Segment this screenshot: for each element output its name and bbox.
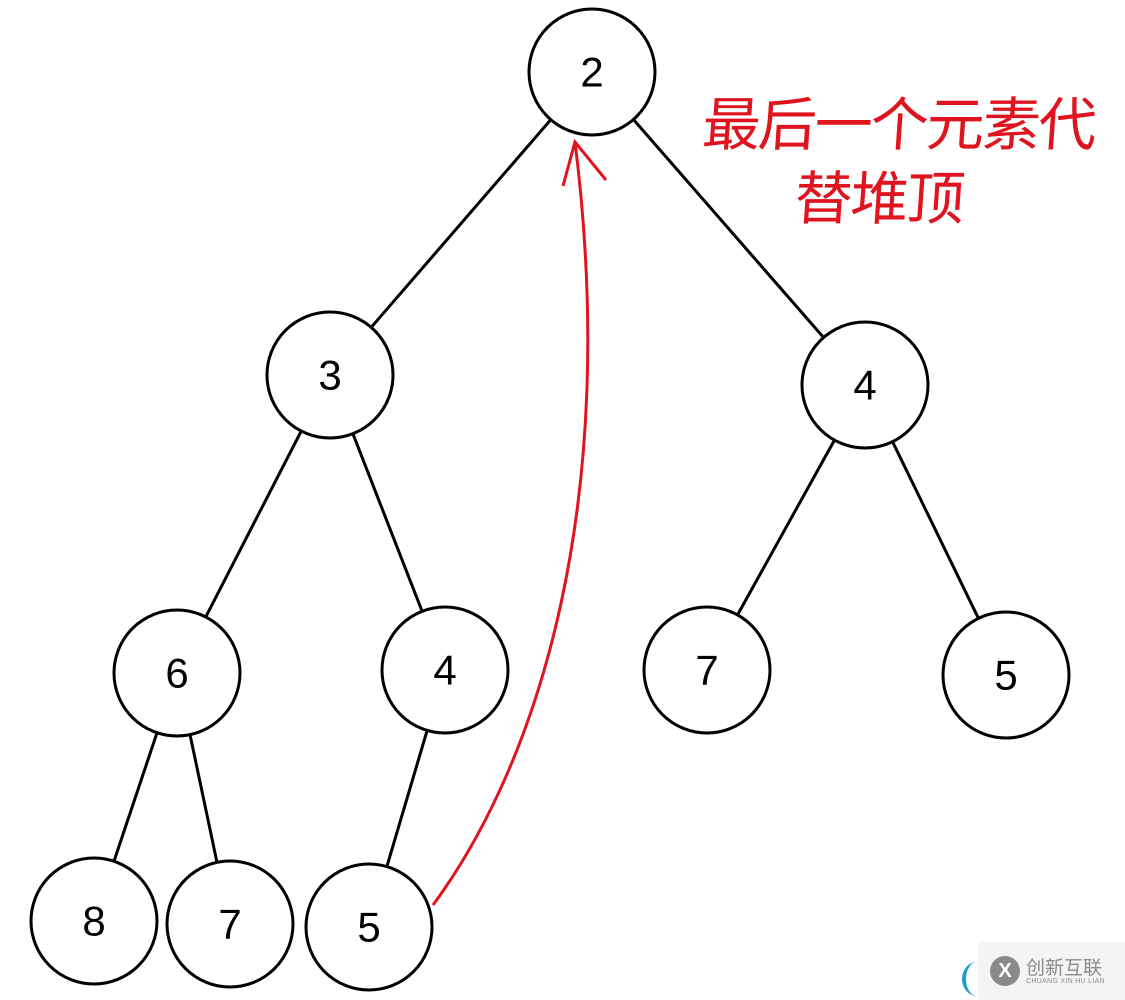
replace-arrow — [431, 138, 608, 906]
annotation-line-1: 最后一个元素代 — [700, 91, 1098, 159]
node-circle — [165, 859, 295, 989]
node-circle — [112, 608, 242, 738]
tree-edge — [112, 732, 159, 862]
tree-edge — [351, 433, 424, 612]
node-circle — [29, 856, 159, 986]
replace-arrow-curve — [431, 141, 590, 906]
node-circle — [304, 862, 434, 992]
watermark-logo-icon: X — [990, 956, 1020, 986]
node-circle — [265, 310, 395, 440]
tree-node: 5 — [941, 610, 1071, 740]
tree-edge — [370, 118, 552, 329]
node-value: 8 — [82, 898, 105, 945]
tree-edge — [204, 430, 303, 618]
tree-node: 5 — [304, 862, 434, 992]
watermark: X 创新互联 CHUANG XIN HU LIAN — [978, 942, 1125, 1000]
node-value: 7 — [218, 901, 241, 948]
tree-edge — [385, 729, 429, 868]
tree-node: 4 — [380, 605, 510, 735]
node-circle — [941, 610, 1071, 740]
node-value: 6 — [165, 650, 188, 697]
node-value: 7 — [695, 647, 718, 694]
tree-edge — [736, 439, 836, 616]
node-circle — [527, 7, 657, 137]
node-circle — [800, 320, 930, 450]
node-value: 5 — [357, 904, 380, 951]
node-value: 2 — [580, 49, 603, 96]
tree-node: 3 — [265, 310, 395, 440]
tree-node: 2 — [527, 7, 657, 137]
tree-edge — [188, 734, 219, 863]
annotation-line-2: 替堆顶 — [792, 165, 966, 233]
tree-node: 7 — [165, 859, 295, 989]
node-circle — [380, 605, 510, 735]
watermark-arc-icon — [962, 962, 992, 996]
tree-node: 8 — [29, 856, 159, 986]
tree-edge — [891, 441, 980, 619]
tree-node: 4 — [800, 320, 930, 450]
node-value: 4 — [433, 647, 456, 694]
arrow-head-icon — [561, 138, 608, 187]
watermark-subtitle: CHUANG XIN HU LIAN — [1026, 977, 1105, 985]
tree-node: 6 — [112, 608, 242, 738]
node-circle — [642, 605, 772, 735]
node-value: 3 — [318, 352, 341, 399]
tree-edge — [632, 118, 825, 339]
node-value: 4 — [853, 362, 876, 409]
node-value: 5 — [994, 652, 1017, 699]
tree-node: 7 — [642, 605, 772, 735]
watermark-name: 创新互联 — [1026, 956, 1103, 979]
